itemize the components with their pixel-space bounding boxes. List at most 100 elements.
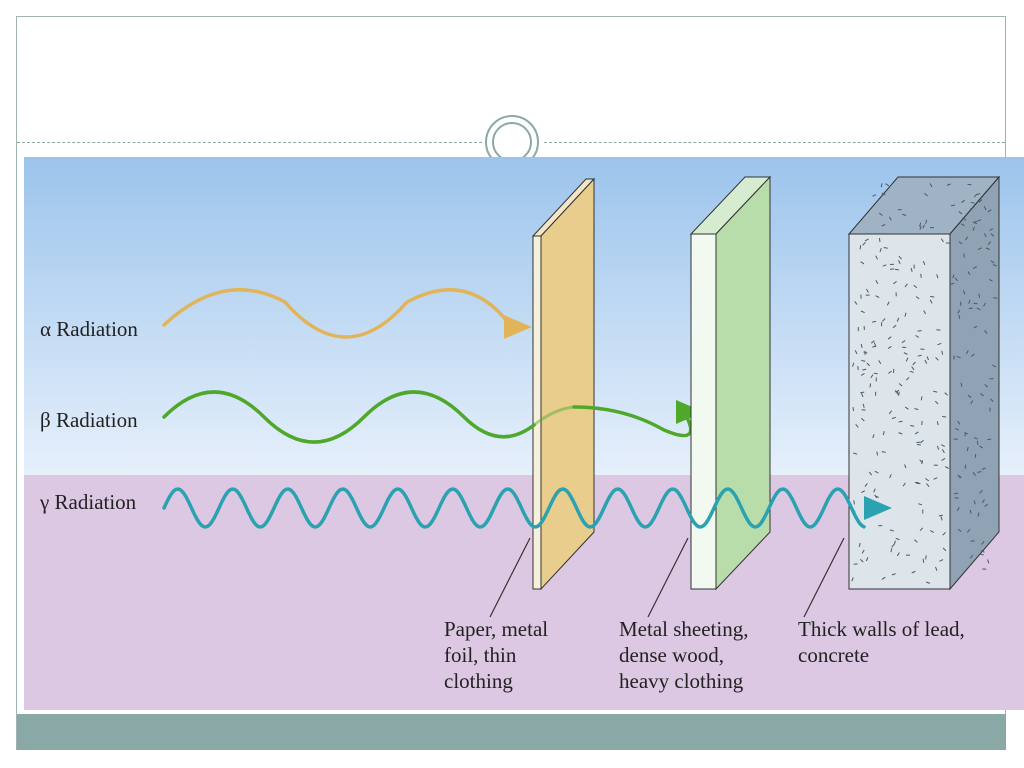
concrete-speckle — [892, 368, 895, 373]
concrete-speckle — [887, 336, 892, 340]
title-divider-right — [544, 142, 1005, 143]
concrete-speckle — [914, 539, 918, 543]
concrete-speckle — [936, 445, 940, 450]
concrete-speckle — [987, 209, 992, 213]
concrete-speckle — [893, 540, 896, 545]
concrete-speckle — [920, 396, 923, 401]
concrete-speckle — [972, 266, 977, 269]
concrete-speckle — [911, 570, 916, 574]
concrete-speckle — [882, 318, 886, 322]
concrete-speckle — [885, 183, 890, 187]
concrete-speckle — [869, 383, 872, 388]
paper-caption: Paper, metal foil, thin clothing — [444, 617, 553, 693]
concrete-speckle — [984, 330, 988, 334]
concrete-speckle — [861, 417, 865, 422]
concrete-speckle — [987, 559, 990, 564]
concrete-speckle — [973, 302, 978, 305]
concrete-speckle — [967, 394, 972, 399]
concrete-speckle — [860, 261, 865, 265]
concrete-speckle — [935, 357, 939, 361]
concrete-barrier-face — [848, 233, 951, 590]
concrete-speckle — [872, 320, 877, 323]
concrete-speckles — [851, 183, 998, 584]
concrete-speckle — [853, 452, 858, 455]
concrete-speckle — [977, 471, 982, 473]
concrete-speckle — [920, 439, 924, 444]
concrete-speckle — [983, 302, 986, 307]
concrete-speckle — [889, 529, 894, 532]
concrete-speckle — [919, 222, 922, 227]
concrete-speckle — [972, 226, 975, 231]
concrete-speckle — [987, 438, 992, 441]
concrete-speckle — [903, 352, 908, 355]
concrete-speckle — [946, 183, 951, 186]
concrete-speckle — [957, 528, 962, 532]
concrete-speckle — [962, 290, 966, 295]
concrete-speckle — [961, 199, 965, 204]
concrete-speckle — [860, 310, 865, 314]
concrete-speckle — [862, 242, 866, 246]
concrete-speckle — [954, 277, 959, 282]
concrete-speckle — [922, 224, 926, 229]
metal-leader-line — [647, 537, 689, 618]
concrete-speckle — [987, 241, 991, 246]
concrete-speckle — [909, 370, 914, 373]
divider-circle-inner — [492, 122, 532, 162]
concrete-speckle — [978, 199, 983, 203]
concrete-caption: Thick walls of lead, concrete — [798, 617, 970, 667]
concrete-speckle — [964, 464, 967, 469]
concrete-speckle — [882, 264, 887, 267]
concrete-speckle — [860, 391, 865, 394]
concrete-speckle — [977, 219, 982, 222]
concrete-speckle — [918, 503, 923, 506]
concrete-speckle — [935, 566, 938, 571]
concrete-speckle — [851, 577, 854, 582]
concrete-speckle — [990, 233, 995, 237]
concrete-speckle — [904, 283, 908, 288]
concrete-speckle — [891, 573, 896, 576]
concrete-speckle — [970, 206, 975, 210]
concrete-speckle — [881, 451, 886, 453]
concrete-speckle — [904, 406, 909, 410]
concrete-speckle — [917, 354, 922, 357]
concrete-speckle — [920, 273, 922, 278]
concrete-speckle — [868, 471, 873, 476]
concrete-speckle — [956, 507, 960, 512]
concrete-speckle — [853, 500, 855, 505]
concrete-speckle — [873, 342, 877, 347]
paper-barrier-face — [540, 177, 595, 591]
concrete-speckle — [866, 362, 871, 367]
concrete-speckle — [898, 420, 903, 423]
concrete-speckle — [983, 233, 987, 238]
concrete-speckle — [944, 466, 949, 469]
concrete-speckle — [978, 293, 981, 298]
concrete-speckle — [973, 325, 978, 329]
concrete-speckle — [861, 359, 866, 362]
concrete-speckle — [953, 355, 955, 360]
concrete-speckle — [970, 400, 974, 405]
concrete-speckle — [970, 540, 975, 542]
concrete-speckle — [901, 340, 906, 344]
alpha-wave — [162, 288, 512, 339]
concrete-speckle — [860, 343, 863, 348]
concrete-speckle — [925, 478, 930, 482]
concrete-speckle — [898, 383, 903, 387]
concrete-speckle — [886, 301, 890, 306]
concrete-speckle — [872, 434, 875, 439]
concrete-speckle — [861, 393, 864, 398]
concrete-speckle — [960, 223, 965, 227]
concrete-speckle — [967, 271, 971, 276]
concrete-speckle — [919, 527, 924, 532]
concrete-speckle — [878, 360, 882, 365]
concrete-speckle — [939, 559, 944, 562]
concrete-speckle — [855, 423, 859, 428]
concrete-speckle — [859, 245, 862, 250]
metal-caption-line-2: dense wood, — [619, 643, 724, 667]
concrete-speckle — [881, 192, 886, 196]
title-divider-left — [17, 142, 482, 143]
gamma-radiation-label: γ Radiation — [39, 490, 137, 514]
concrete-speckle — [878, 212, 883, 216]
concrete-speckle — [865, 288, 869, 293]
concrete-speckle — [875, 280, 879, 285]
concrete-speckle — [956, 355, 961, 359]
